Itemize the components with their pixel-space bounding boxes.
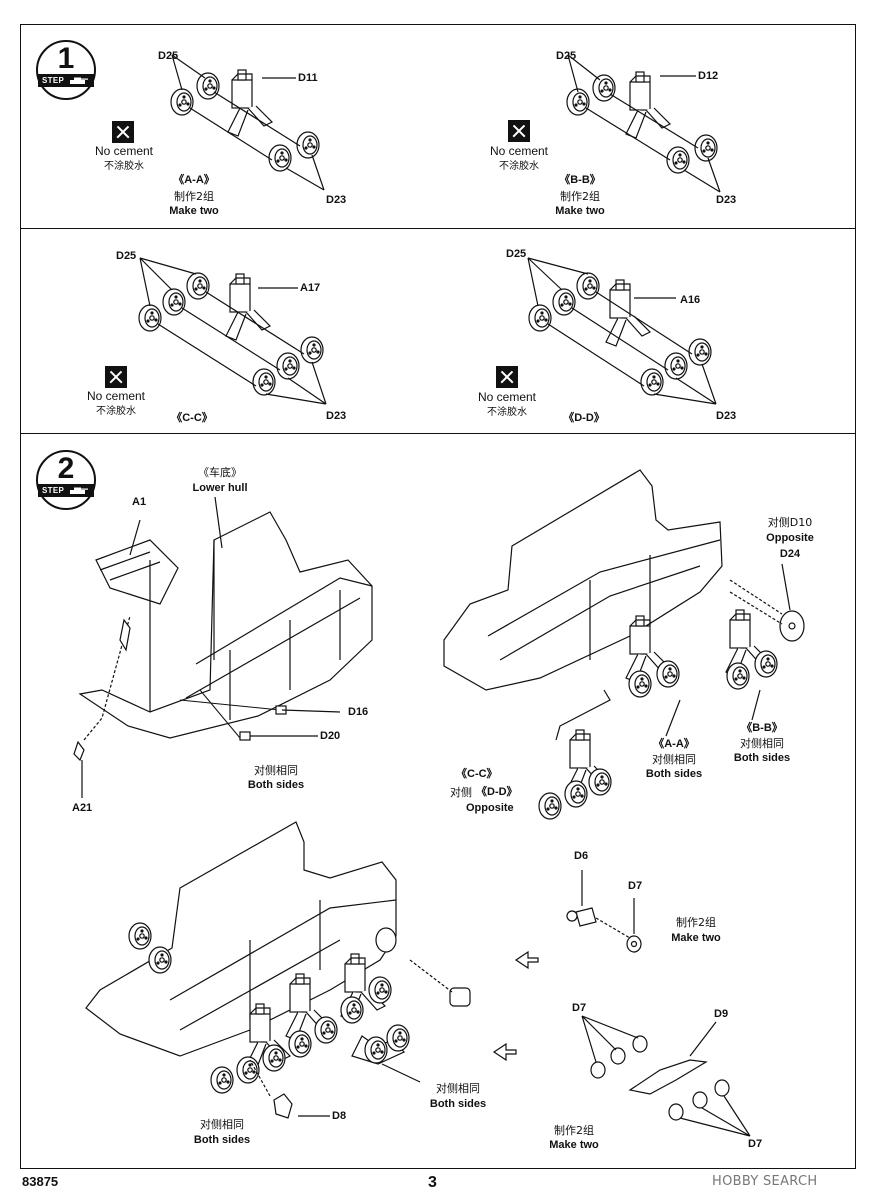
step1-word: STEP — [42, 76, 65, 85]
both-sides-cn: 对侧相同 — [652, 753, 696, 766]
step1-number: 1 — [57, 42, 75, 75]
lower-hull-label: Lower hull — [192, 482, 248, 494]
section-label-a-a: 《A-A》 — [653, 738, 695, 750]
make-two-text: Make two — [555, 205, 605, 217]
watermark: HOBBY SEARCH — [712, 1174, 818, 1189]
section-label-d-d: 《D-D》 — [476, 786, 518, 798]
opposite-d10-cn: 对侧D10 — [767, 516, 813, 529]
part-label-a17: A17 — [300, 282, 321, 294]
both-sides-text: Both sides — [429, 1098, 487, 1110]
lower-hull-drawing — [73, 496, 373, 798]
step2-number: 2 — [57, 452, 75, 485]
both-sides-cn: 对侧相同 — [740, 737, 784, 750]
completed-hull-drawing — [85, 821, 471, 1119]
part-label-d25: D25 — [116, 250, 137, 262]
step2-word: STEP — [42, 486, 65, 495]
part-label-d23: D23 — [716, 194, 737, 206]
no-cement-text-cn: 不涂胶水 — [499, 161, 539, 172]
d6-d7-subassembly-drawing — [566, 870, 642, 953]
page-number: 3 — [428, 1174, 437, 1191]
view-d-d-drawing — [527, 257, 717, 405]
opposite-text: Opposite — [466, 802, 514, 814]
part-label-a21: A21 — [72, 802, 93, 814]
both-sides-text: Both sides — [733, 752, 791, 764]
part-label-d9: D9 — [714, 1008, 729, 1020]
section-label-c-c: 《C-C》 — [171, 412, 213, 424]
part-label-d25: D25 — [158, 50, 179, 62]
part-label-d6: D6 — [574, 850, 589, 862]
make-two-cn: 制作2组 — [554, 1124, 594, 1137]
part-label-d11: D11 — [298, 72, 318, 84]
no-cement-text: No cement — [86, 389, 146, 403]
step2-divider — [20, 433, 856, 434]
view-b-b-drawing — [566, 54, 721, 193]
make-two-cn: 制作2组 — [676, 916, 716, 929]
section-label-b-b: 《B-B》 — [559, 174, 601, 186]
lower-hull-label-cn: 《车底》 — [198, 466, 242, 479]
part-label-d16: D16 — [348, 706, 369, 718]
part-label-d7: D7 — [748, 1138, 763, 1150]
both-sides-cn: 对侧相同 — [200, 1118, 244, 1131]
make-two-text: Make two — [169, 205, 219, 217]
page-frame — [20, 24, 856, 1169]
part-label-d23: D23 — [326, 194, 347, 206]
part-label-a1: A1 — [132, 496, 147, 508]
no-cement-icon — [112, 121, 134, 143]
no-cement-text: No cement — [477, 390, 537, 404]
no-cement-text: No cement — [489, 144, 549, 158]
opposite-text: Opposite — [766, 532, 814, 544]
tank-icon — [70, 487, 88, 494]
make-two-cn: 制作2组 — [174, 190, 214, 203]
no-cement-icon — [105, 366, 127, 388]
part-label-d25: D25 — [556, 50, 577, 62]
part-label-d23: D23 — [326, 410, 347, 422]
part-label-d24: D24 — [779, 548, 801, 560]
tank-icon — [70, 77, 88, 84]
both-sides-text: Both sides — [247, 779, 305, 791]
no-cement-text-cn: 不涂胶水 — [104, 161, 144, 172]
view-c-c-drawing — [138, 257, 327, 405]
d7-d9-subassembly-drawing — [581, 1015, 751, 1137]
make-two-text: Make two — [549, 1139, 599, 1151]
both-sides-cn: 对侧相同 — [254, 764, 298, 777]
no-cement-icon — [496, 366, 518, 388]
make-two-text: Make two — [671, 932, 721, 944]
section-label-c-c: 《C-C》 — [456, 768, 498, 780]
view-a-a-drawing — [170, 54, 325, 191]
make-two-cn: 制作2组 — [560, 190, 600, 203]
hull-with-bogies-drawing — [443, 469, 805, 820]
step1-badge: 1 STEP — [36, 40, 96, 100]
no-cement-text: No cement — [94, 144, 154, 158]
no-cement-icon — [508, 120, 530, 142]
part-label-d20: D20 — [320, 730, 341, 742]
part-label-d25: D25 — [506, 248, 527, 260]
part-label-d8: D8 — [332, 1110, 347, 1122]
section-label-a-a: 《A-A》 — [173, 174, 215, 186]
part-label-d7: D7 — [572, 1002, 587, 1014]
opposite-cn: 对侧 — [450, 786, 472, 799]
part-label-a16: A16 — [680, 294, 701, 306]
step2-badge: 2 STEP — [36, 450, 96, 510]
both-sides-cn: 对侧相同 — [436, 1082, 480, 1095]
section-label-b-b: 《B-B》 — [741, 722, 783, 734]
direction-arrow — [514, 950, 539, 970]
step1-divider — [20, 228, 856, 229]
part-label-d7: D7 — [628, 880, 643, 892]
section-label-d-d: 《D-D》 — [563, 412, 605, 424]
both-sides-text: Both sides — [645, 768, 703, 780]
both-sides-text: Both sides — [193, 1134, 251, 1146]
no-cement-text-cn: 不涂胶水 — [96, 406, 136, 417]
kit-code: 83875 — [22, 1174, 59, 1189]
part-label-d12: D12 — [698, 70, 719, 82]
part-label-d23: D23 — [716, 410, 737, 422]
direction-arrow — [492, 1042, 517, 1062]
no-cement-text-cn: 不涂胶水 — [487, 407, 527, 418]
